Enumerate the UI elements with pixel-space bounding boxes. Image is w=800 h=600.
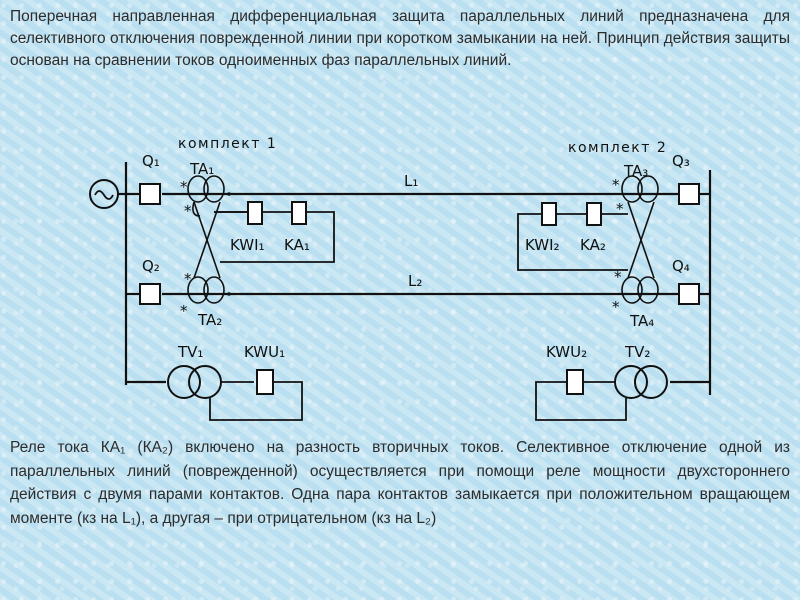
label-ta1: TA₁ <box>189 160 214 178</box>
explanation-paragraph: Реле тока КА₁ (КА₂) включено на разность… <box>10 439 790 527</box>
label-tv1: TV₁ <box>177 343 203 361</box>
relay-ka1 <box>291 201 307 225</box>
label-ta4: TA₄ <box>629 312 654 330</box>
label-kwi1: KWI₁ <box>230 236 265 254</box>
label-kit1: комплект 1 <box>178 136 277 152</box>
current-transformers-left <box>187 175 225 304</box>
breaker-q2 <box>139 283 161 305</box>
label-q3: Q₃ <box>672 152 690 170</box>
generator-symbol <box>89 179 119 209</box>
label-kwu1: KWU₁ <box>244 343 285 361</box>
label-ka2: KA₂ <box>580 236 606 254</box>
polarity-star: * <box>612 298 620 316</box>
polarity-star: * <box>614 268 622 286</box>
label-q4: Q₄ <box>672 257 690 275</box>
intro-paragraph: Поперечная направленная дифференциальная… <box>10 8 790 69</box>
polarity-star: * <box>184 202 192 220</box>
polarity-star: * <box>180 178 188 196</box>
relay-ka2 <box>586 202 602 226</box>
polarity-star: * <box>184 270 192 288</box>
breaker-q4 <box>678 283 700 305</box>
label-q2: Q₂ <box>142 257 160 275</box>
label-l2: L₂ <box>408 272 422 290</box>
relay-kwu2 <box>566 369 584 395</box>
label-kwu2: KWU₂ <box>546 343 587 361</box>
label-tv2: TV₂ <box>624 343 650 361</box>
label-kit2: комплект 2 <box>568 140 667 156</box>
current-transformers-right <box>621 175 659 304</box>
voltage-transformer-tv2 <box>614 365 668 399</box>
breaker-q1 <box>139 183 161 205</box>
polarity-star: * <box>616 200 624 218</box>
relay-kwu1 <box>256 369 274 395</box>
breaker-q3 <box>678 183 700 205</box>
label-ka1: KA₁ <box>284 236 310 254</box>
relay-kwi2 <box>541 202 557 226</box>
label-ta3: TA₃ <box>623 162 648 180</box>
label-l1: L₁ <box>404 172 418 190</box>
relay-kwi1 <box>247 201 263 225</box>
label-q1: Q₁ <box>142 152 160 170</box>
polarity-star: * <box>180 302 188 320</box>
label-kwi2: KWI₂ <box>525 236 560 254</box>
polarity-star: * <box>612 176 620 194</box>
label-ta2: TA₂ <box>197 311 222 329</box>
voltage-transformer-tv1 <box>167 365 222 399</box>
